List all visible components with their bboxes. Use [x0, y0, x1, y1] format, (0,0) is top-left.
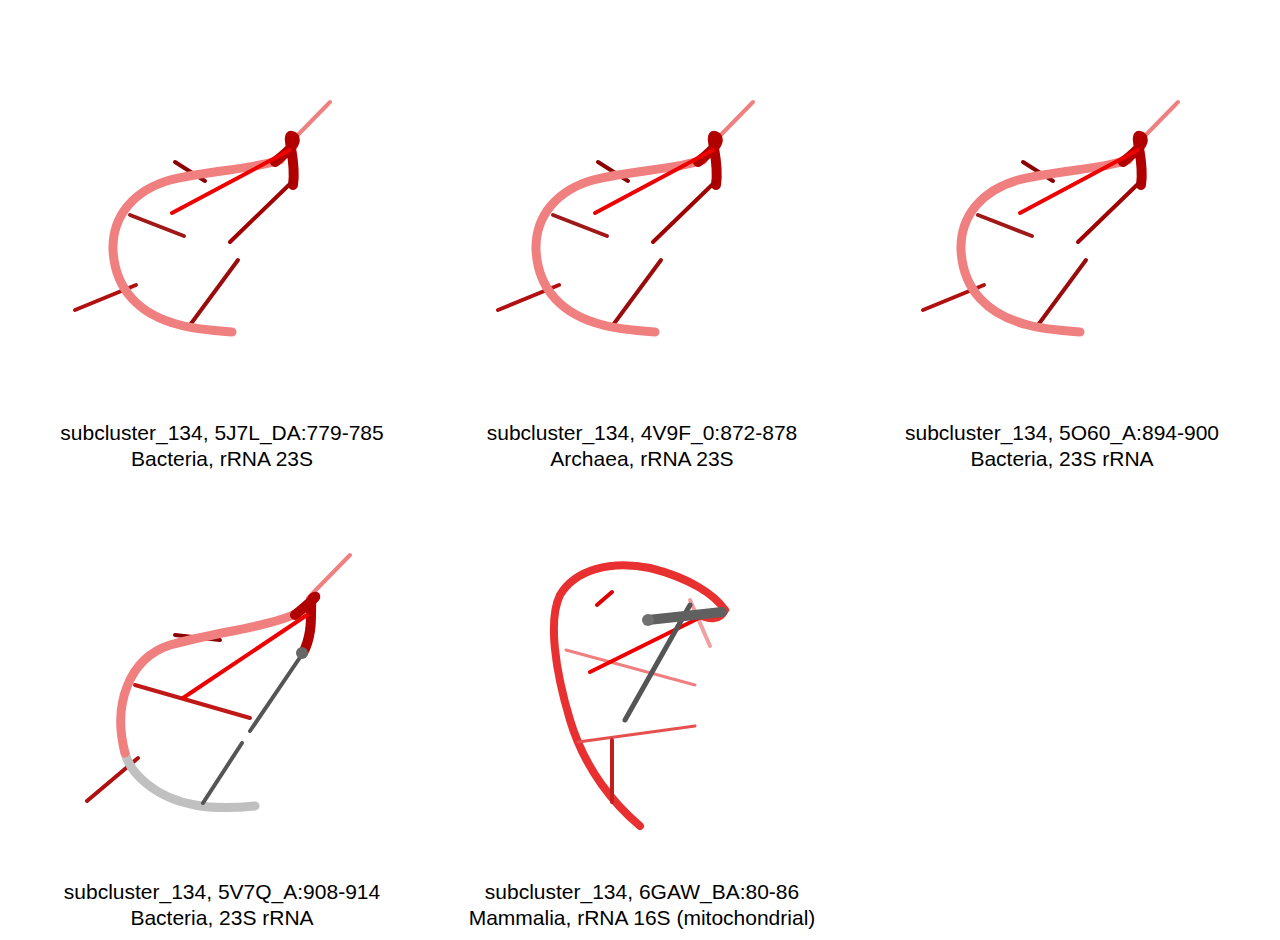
- structure-id-caption: subcluster_134, 5V7Q_A:908-914: [64, 880, 380, 904]
- taxonomy-caption: Mammalia, rRNA 16S (mitochondrial): [469, 906, 816, 930]
- taxonomy-caption: Bacteria, 23S rRNA: [970, 447, 1153, 471]
- taxonomy-caption: Bacteria, 23S rRNA: [130, 906, 313, 930]
- structure-id-caption: subcluster_134, 5O60_A:894-900: [905, 421, 1219, 445]
- structure-id-caption: subcluster_134, 6GAW_BA:80-86: [485, 880, 799, 904]
- taxonomy-caption: Bacteria, rRNA 23S: [131, 447, 313, 471]
- taxonomy-caption: Archaea, rRNA 23S: [550, 447, 733, 471]
- structure-id-caption: subcluster_134, 4V9F_0:872-878: [487, 421, 798, 445]
- structure-id-caption: subcluster_134, 5J7L_DA:779-785: [60, 421, 383, 445]
